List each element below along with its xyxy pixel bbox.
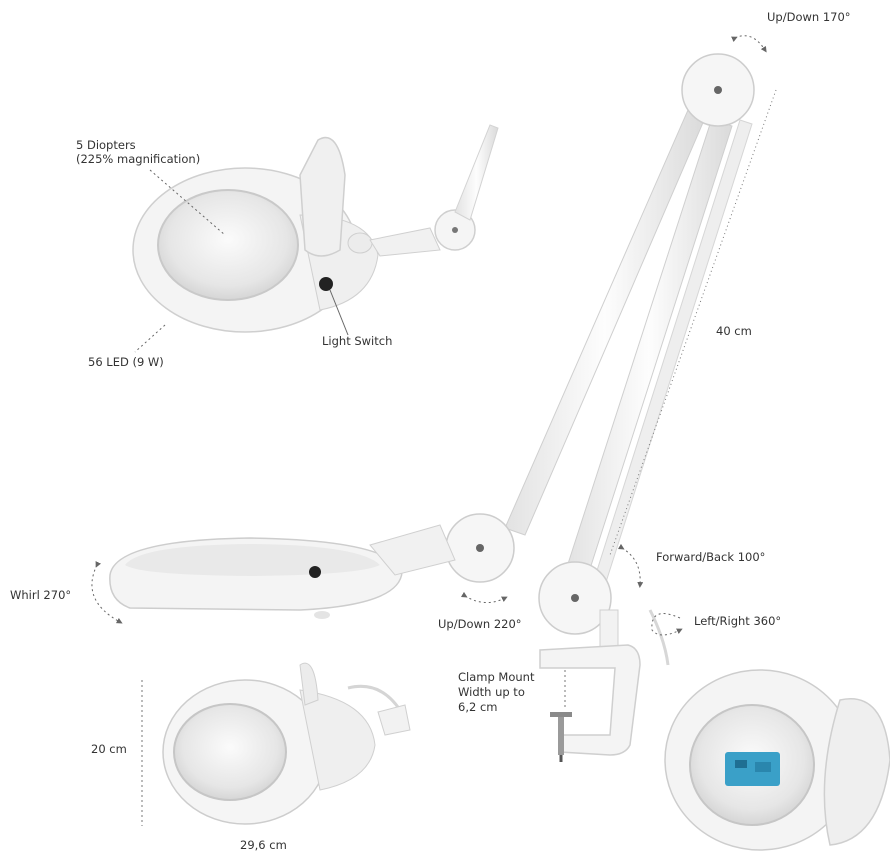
whirl-label: Whirl 270°: [10, 588, 72, 602]
clamp-label-line2: Width up to: [458, 685, 525, 699]
magnifier-closeup: [664, 669, 890, 851]
updown-top-label: Up/Down 170°: [767, 10, 851, 24]
annotations: [91, 35, 777, 636]
diopters-label-line2: (225% magnification): [76, 152, 201, 166]
light-switch-label: Light Switch: [322, 334, 393, 348]
clamp-mount: [539, 644, 641, 762]
diopters-label-line1: 5 Diopters: [76, 138, 136, 152]
arm-length-label: 40 cm: [716, 324, 752, 338]
lamp-arm: [445, 53, 755, 666]
updown-mid-label: Up/Down 220°: [438, 617, 522, 631]
magnifier-head-top: [132, 124, 499, 333]
magnifier-top-view: [141, 662, 411, 839]
height-label: 20 cm: [91, 742, 127, 756]
forward-back-label: Forward/Back 100°: [656, 550, 766, 564]
clamp-label-line3: 6,2 cm: [458, 700, 498, 714]
magnifier-head-side: [109, 524, 456, 619]
left-right-label: Left/Right 360°: [694, 614, 782, 628]
led-label: 56 LED (9 W): [88, 355, 164, 369]
width-label: 29,6 cm: [240, 838, 287, 852]
clamp-label-line1: Clamp Mount: [458, 670, 535, 684]
